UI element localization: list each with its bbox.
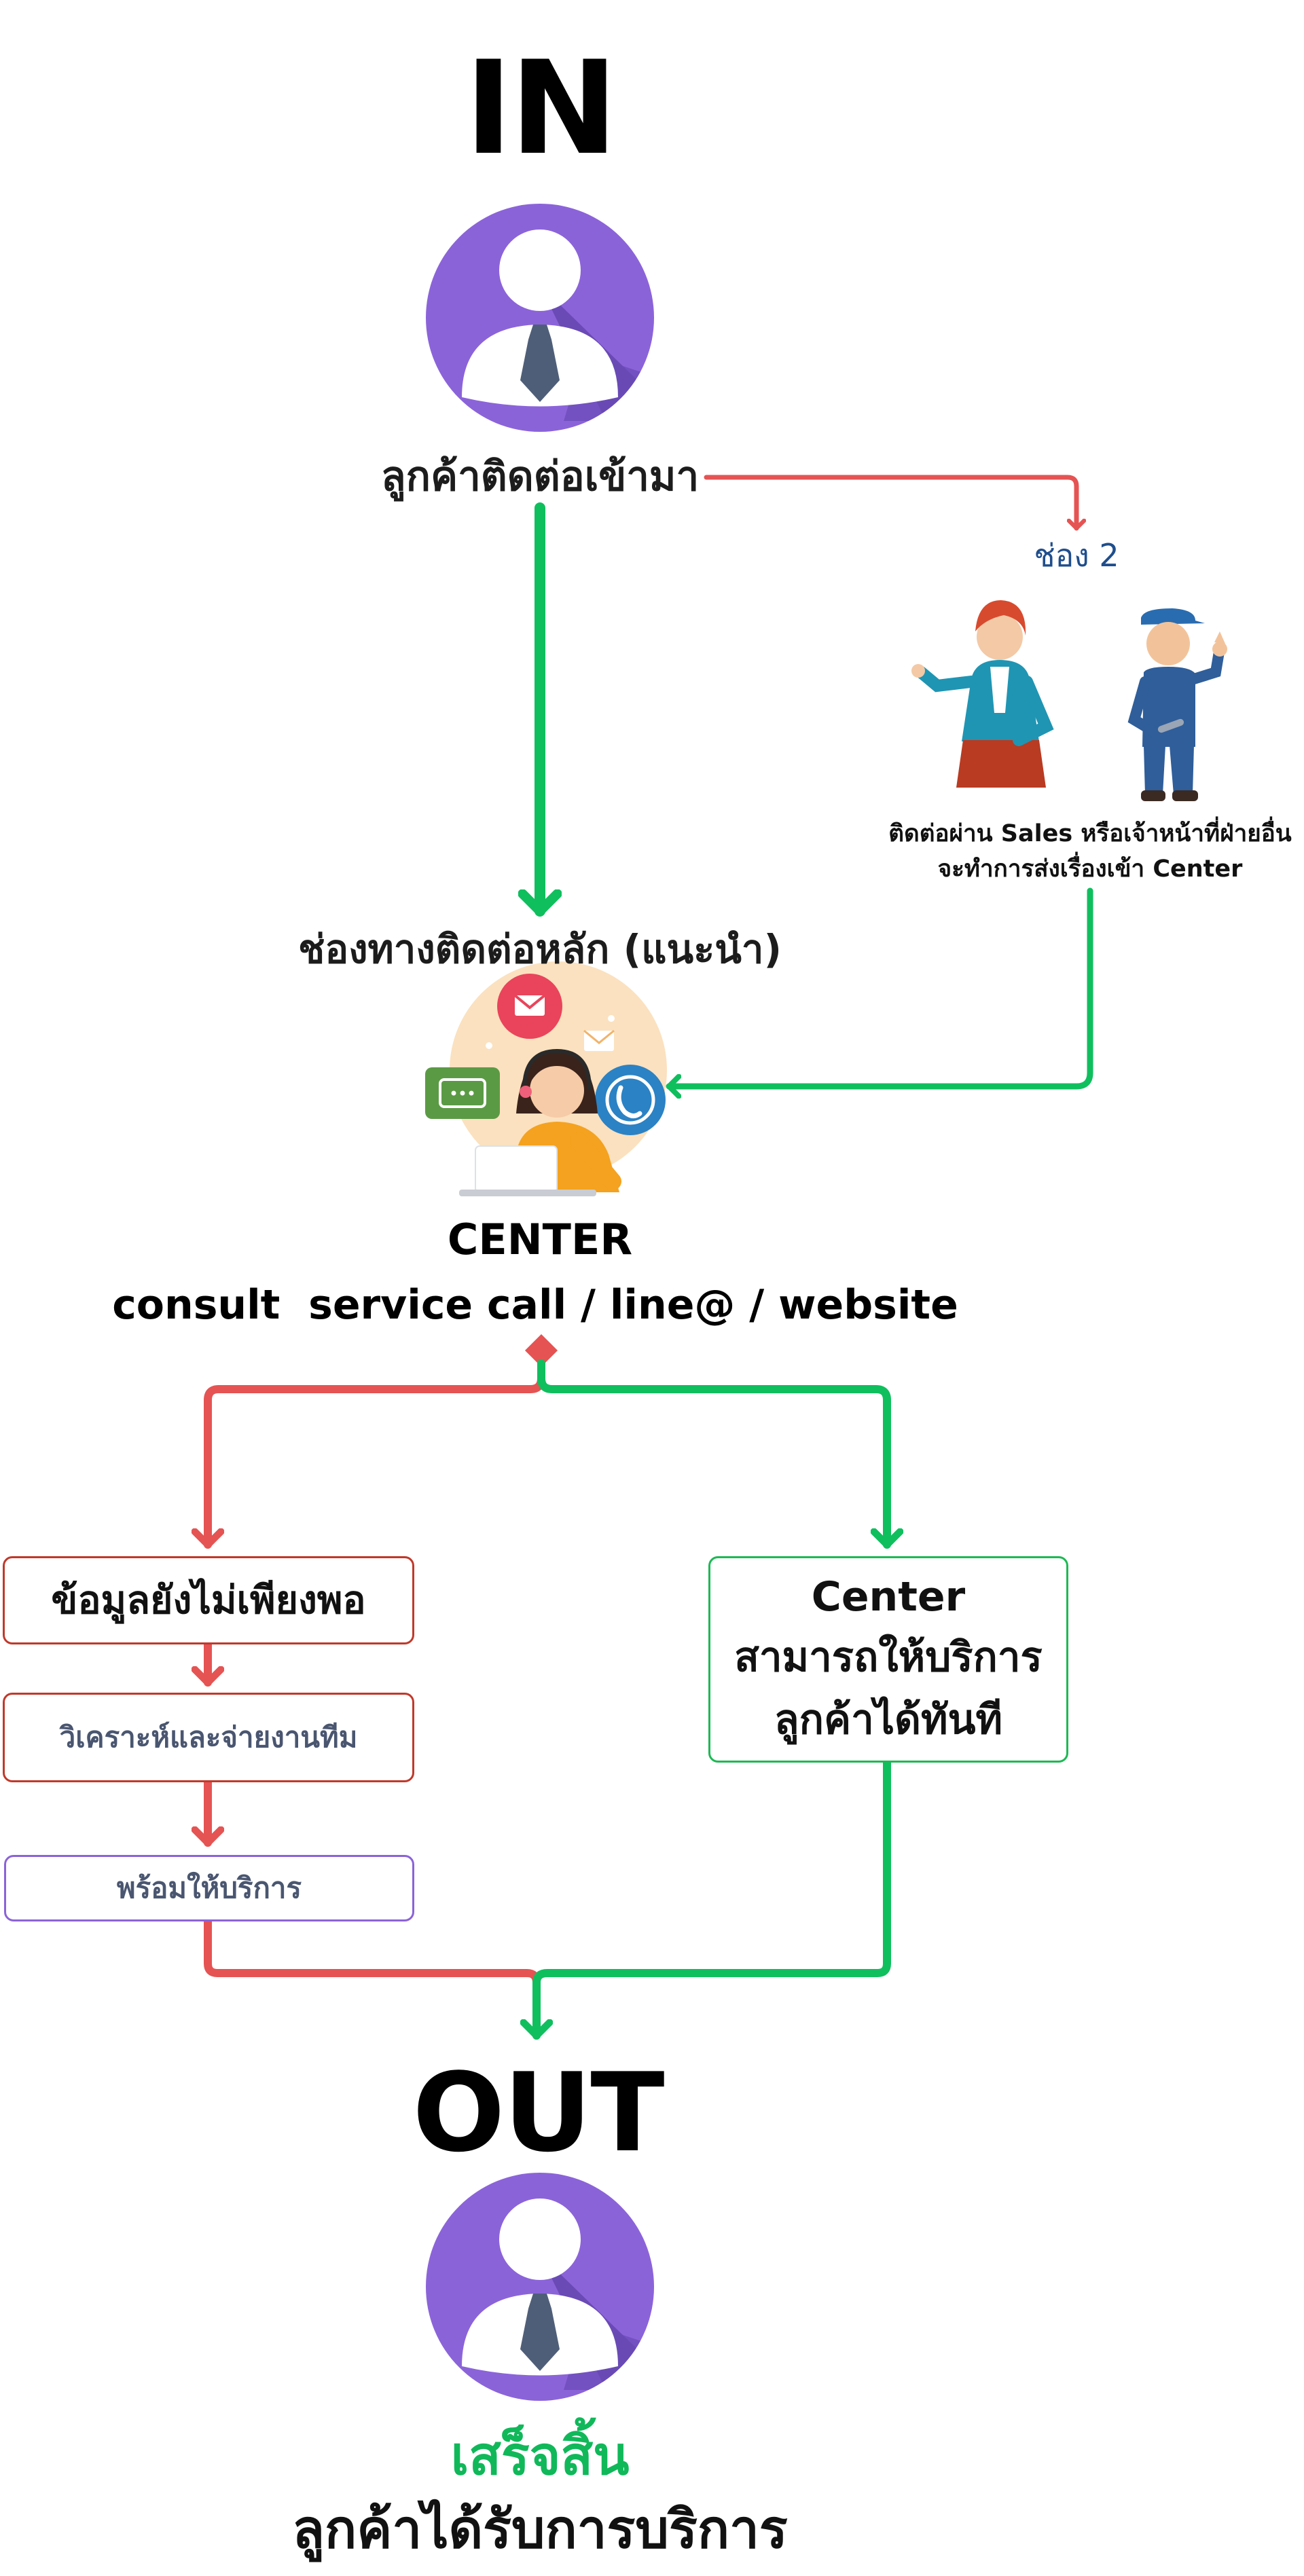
call-center-agent-illustration <box>425 961 667 1196</box>
channel-2-label: ช่อง 2 <box>1034 537 1119 574</box>
analyze-assign-text: วิเคราะห์และจ่ายงานทีม <box>59 1721 358 1754</box>
ready-to-serve-box: พร้อมให้บริการ <box>4 1855 414 1921</box>
technician-illustration <box>1127 608 1227 801</box>
connector-to-center-serve <box>537 1359 887 1549</box>
center-serve-line1: Center <box>811 1573 966 1621</box>
bottom-avatar-icon <box>426 2173 654 2401</box>
top-avatar-icon <box>426 204 654 432</box>
connector-center-to-out <box>537 1759 891 2040</box>
channel-2-caption-line1: ติดต่อผ่าน Sales หรือเจ้าหน้าที่ฝ่ายอื่น <box>888 820 1292 847</box>
main-channel-label: ช่องทางติดต่อหลัก (แนะนำ) <box>298 926 782 972</box>
ready-to-serve-text: พร้อมให้บริการ <box>116 1871 302 1905</box>
customer-contact-label: ลูกค้าติดต่อเข้ามา <box>380 453 700 500</box>
center-title: CENTER <box>447 1215 633 1264</box>
analyze-assign-box: วิเคราะห์และจ่ายงานทีม <box>3 1693 414 1782</box>
connector-channel2-to-center <box>666 887 1093 1086</box>
connector-box3-to-out <box>204 1917 541 2040</box>
center-serve-box: Center สามารถให้บริการ ลูกค้าได้ทันที <box>708 1556 1068 1763</box>
connector-to-channel-2 <box>704 475 1076 531</box>
insufficient-info-text: ข้อมูลยังไม่เพียงพอ <box>51 1578 366 1623</box>
saleswoman-illustration <box>911 600 1054 788</box>
center-serve-line2: สามารถให้บริการ <box>734 1634 1043 1681</box>
in-heading: IN <box>465 33 618 183</box>
customer-served-label: ลูกค้าได้รับการบริการ <box>292 2499 788 2560</box>
center-subtitle: consult service call / line@ / website <box>112 1281 958 1329</box>
insufficient-info-box: ข้อมูลยังไม่เพียงพอ <box>3 1556 414 1644</box>
out-heading: OUT <box>412 2049 664 2176</box>
connector-to-insufficient-info <box>208 1359 545 1549</box>
done-label: เสร็จสิ้น <box>450 2426 630 2487</box>
center-serve-line3: ลูกค้าได้ทันที <box>774 1696 1003 1744</box>
channel-2-caption-line2: จะทำการส่งเรื่องเข้า Center <box>937 855 1243 883</box>
